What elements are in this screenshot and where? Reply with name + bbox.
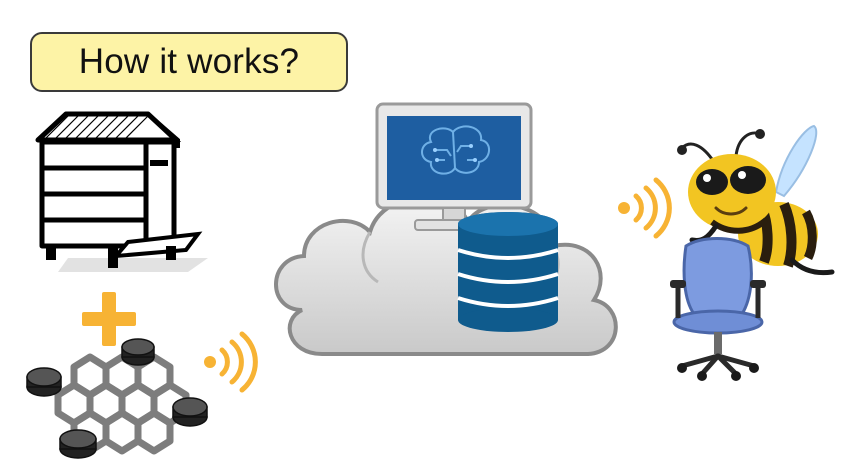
ai-brain-monitor-icon (375, 102, 533, 231)
title-box: How it works? (30, 32, 348, 92)
title-text: How it works? (78, 42, 300, 81)
hexagon-sensor-grid-icon (26, 338, 208, 459)
plus-icon (82, 292, 136, 346)
beehive-icon (35, 111, 208, 272)
wireless-signal-icon (204, 331, 258, 393)
wireless-signal-icon (618, 177, 672, 239)
bee-on-chair-icon (670, 124, 835, 381)
database-icon (457, 212, 559, 332)
